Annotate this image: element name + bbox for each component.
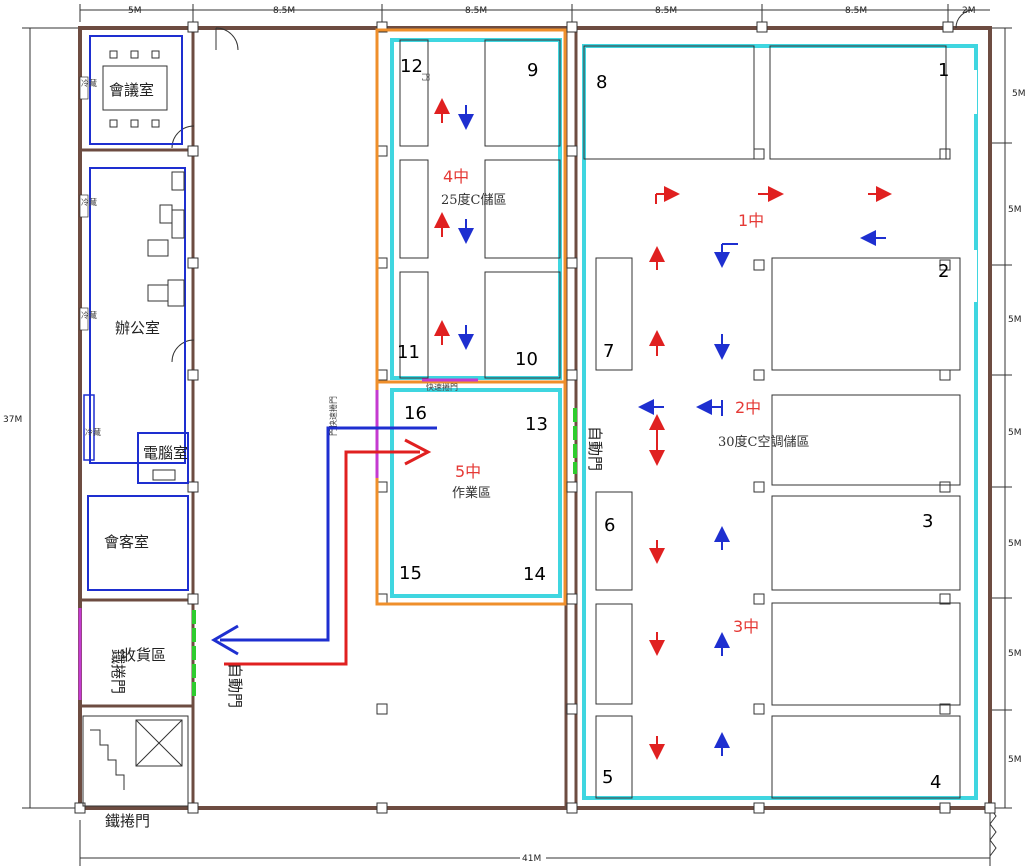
fast-door-side-label: 門快速捲門 <box>328 396 338 436</box>
break-mark <box>989 807 997 857</box>
zone-5-orange-frame <box>375 380 567 606</box>
position-1: 1 <box>938 60 949 81</box>
zone-1-label: 1中 <box>738 211 764 230</box>
meeting-chairs <box>109 50 160 128</box>
zone-5-label: 5中 <box>455 462 481 481</box>
fast-door-label: 快速捲門 <box>426 382 458 392</box>
staircase <box>82 715 189 807</box>
dim-right-1: 5M <box>1012 89 1026 99</box>
dim-right-3: 5M <box>1008 315 1022 325</box>
meeting-table <box>102 65 168 111</box>
small-label-3: 冷藏 <box>81 310 97 320</box>
dim-right-4: 5M <box>1008 428 1022 438</box>
storage-25-label: 25度C儲區 <box>441 192 507 208</box>
iron-door-bottom-label: 鐵捲門 <box>105 812 150 830</box>
position-9: 9 <box>527 60 538 81</box>
position-2: 2 <box>938 261 949 282</box>
auto-door-right-label: 自動門 <box>586 426 604 471</box>
dim-top-4: 8.5M <box>655 6 677 16</box>
small-label-2: 冷藏 <box>81 197 97 207</box>
columns <box>74 21 996 814</box>
door-arc-office <box>171 339 195 363</box>
storage-30-label: 30度C空調儲區 <box>718 434 810 450</box>
receiving-area-label: 收貨區 <box>121 646 166 664</box>
position-14: 14 <box>523 564 546 585</box>
right-dimension-line <box>990 27 1012 809</box>
small-label-4: 冷藏 <box>85 427 101 437</box>
door-arc-corner <box>955 9 975 29</box>
position-4: 4 <box>930 772 941 793</box>
meeting-room-label: 會議室 <box>109 81 154 99</box>
office-desks <box>147 171 185 307</box>
zone-4-racks <box>399 39 561 379</box>
office-room <box>89 167 186 464</box>
door-arc-top <box>215 27 239 51</box>
left-dimension-line <box>22 27 80 809</box>
auto-door-left-label: 自動門 <box>226 663 244 708</box>
zone-5-cyan-boundary <box>390 388 562 598</box>
dim-top-1: 5M <box>128 6 142 16</box>
position-5: 5 <box>602 767 613 788</box>
position-16: 16 <box>404 403 427 424</box>
outer-walls <box>78 26 992 810</box>
dim-left-total: 37M <box>3 415 22 425</box>
dim-right-7: 5M <box>1008 755 1022 765</box>
zone-4-cyan-boundary <box>390 38 562 380</box>
position-12: 12 <box>400 56 423 77</box>
zone-4-label: 4中 <box>443 167 469 186</box>
zone-3-label: 3中 <box>733 617 759 636</box>
small-label-1: 冷藏 <box>81 78 97 88</box>
dim-top-2: 8.5M <box>273 6 295 16</box>
iron-door-left-label: 鐵捲門 <box>109 649 127 694</box>
position-15: 15 <box>399 563 422 584</box>
outbound-flow-line <box>220 426 437 642</box>
storage-30-racks <box>583 45 961 799</box>
zone-2-label: 2中 <box>735 398 761 417</box>
reception-room <box>87 495 189 591</box>
position-10: 10 <box>515 349 538 370</box>
reception-room-label: 會客室 <box>104 533 149 551</box>
position-8: 8 <box>596 72 607 93</box>
dim-top-3: 8.5M <box>465 6 487 16</box>
zone-4-direction-arrows <box>434 98 474 350</box>
dim-right-2: 5M <box>1008 205 1022 215</box>
position-11: 11 <box>397 342 420 363</box>
computer-room <box>137 432 189 484</box>
dim-right-5: 5M <box>1008 539 1022 549</box>
work-area-label: 作業區 <box>452 485 491 501</box>
dim-right-6: 5M <box>1008 649 1022 659</box>
dim-bottom-total: 41M <box>522 854 541 864</box>
top-dimension-line <box>79 4 990 22</box>
dim-top-5: 8.5M <box>845 6 867 16</box>
meeting-room <box>89 35 183 145</box>
position-13: 13 <box>525 414 548 435</box>
position-6: 6 <box>604 515 615 536</box>
position-7: 7 <box>603 341 614 362</box>
inbound-flow-line <box>224 450 420 666</box>
computer-room-label: 電腦室 <box>143 444 188 462</box>
zone-1-3-direction-arrows <box>638 186 892 760</box>
position-3: 3 <box>922 511 933 532</box>
small-label-5: 門 <box>421 73 430 81</box>
office-label: 辦公室 <box>115 319 160 337</box>
